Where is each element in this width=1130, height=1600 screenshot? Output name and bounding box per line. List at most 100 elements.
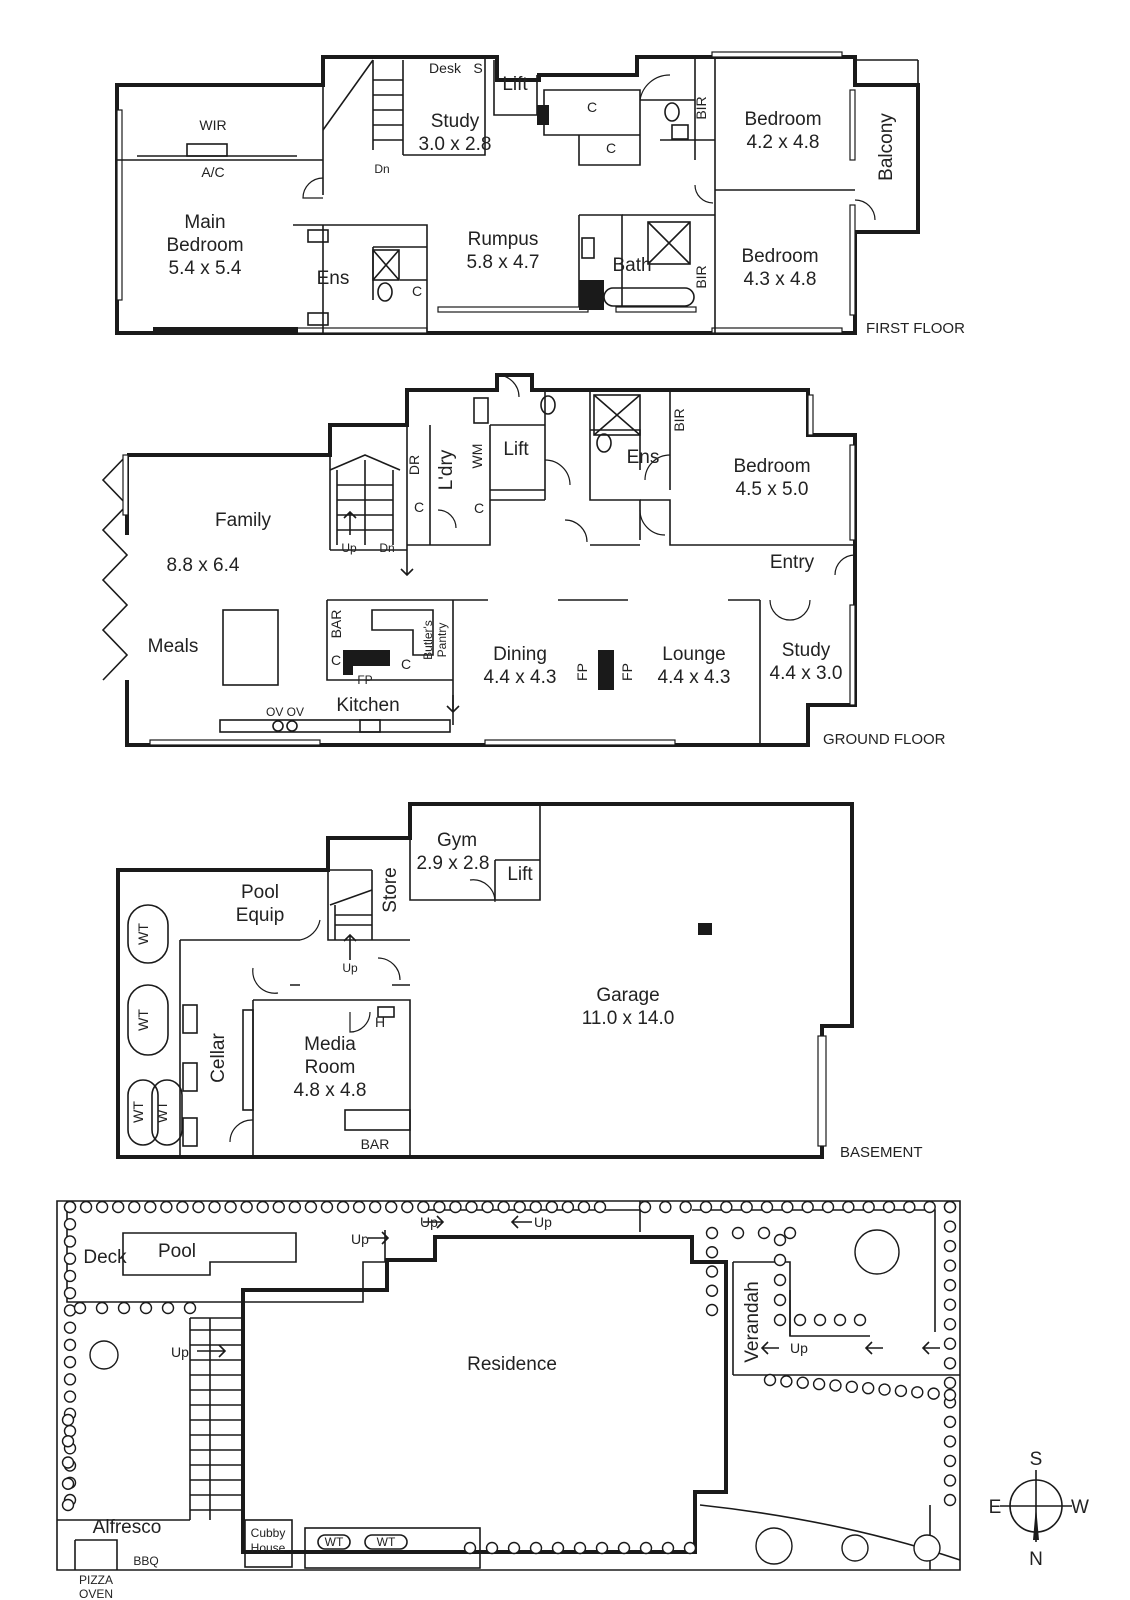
hedge-shrub-icon (943, 1474, 957, 1487)
ground-c1-label: C (414, 499, 424, 515)
hedge-shrub-icon (943, 1454, 957, 1468)
hedge-shrub-icon (63, 1235, 77, 1248)
hedge-shrub-icon (780, 1375, 793, 1388)
hedge-shrub-icon (740, 1200, 753, 1214)
hedge-shrub-icon (943, 1278, 957, 1292)
hedge-shrub-icon (465, 1200, 478, 1214)
wt-1-label: WT (135, 923, 151, 945)
hedge-shrub-icon (661, 1541, 675, 1555)
rumpus-label: Rumpus (468, 229, 539, 250)
ground-c4-label: C (401, 656, 411, 672)
ground-up-label: Up (341, 541, 357, 555)
site-up-1-label: Up (351, 1231, 369, 1247)
hedge-shrub-icon (821, 1200, 835, 1214)
hedge-shrub-icon (449, 1200, 462, 1214)
bedroom-2-dim: 4.3 x 4.8 (744, 269, 817, 290)
first-study-dim: 3.0 x 2.8 (419, 134, 492, 155)
hedge-shrub-icon (63, 1286, 77, 1300)
ground-floor: Family 8.8 x 6.4 Meals Up Dn DR C L'dry … (101, 373, 946, 748)
hedge-shrub-icon (862, 1200, 875, 1214)
hedge-shrub-icon (161, 1301, 175, 1315)
ground-c3-label: C (331, 652, 341, 668)
ground-lift-label: Lift (503, 439, 529, 460)
compass-s: S (1030, 1449, 1043, 1470)
hedge-shrub-icon (943, 1239, 957, 1253)
hedge-shrub-icon (720, 1200, 733, 1214)
hedge-shrub-icon (943, 1376, 957, 1390)
h-label: H (375, 1014, 385, 1030)
hedge-shrub-icon (683, 1541, 697, 1555)
wm-label: WM (469, 444, 485, 469)
hedge-shrub-icon (699, 1200, 713, 1214)
ground-bir-label: BIR (671, 408, 687, 431)
hedge-shrub-icon (943, 1415, 957, 1429)
hedge-shrub-icon (577, 1200, 591, 1214)
hedge-shrub-icon (352, 1200, 366, 1214)
pool-label: Pool (158, 1241, 196, 1262)
dining-dim: 4.4 x 4.3 (484, 667, 557, 688)
family-label: Family (215, 510, 271, 531)
hedge-shrub-icon (176, 1200, 189, 1214)
ov-label: OV OV (266, 705, 304, 719)
media-room-label-1: Media (304, 1034, 356, 1055)
bedroom-1-label: Bedroom (744, 109, 821, 130)
hedge-shrub-icon (61, 1477, 75, 1490)
hedge-shrub-icon (507, 1541, 521, 1555)
verandah-label: Verandah (742, 1281, 763, 1362)
first-floor-label: FIRST FLOOR (866, 320, 965, 337)
hedge-shrub-icon (679, 1200, 692, 1214)
media-room-label-2: Room (305, 1057, 356, 1078)
site-up-3-label: Up (534, 1214, 552, 1230)
desk-label: Desk (429, 60, 462, 76)
hedge-shrub-icon (61, 1498, 75, 1512)
ground-bedroom-label: Bedroom (733, 456, 810, 477)
hedge-shrub-icon (882, 1200, 896, 1214)
wir-label: WIR (199, 117, 226, 133)
bir-2-label: BIR (693, 265, 709, 288)
hedge-shrub-icon (943, 1357, 957, 1370)
hedge-shrub-icon (304, 1200, 318, 1214)
store-label: Store (380, 867, 401, 912)
site-up-2-label: Up (420, 1214, 438, 1230)
hedge-shrub-icon (561, 1200, 575, 1214)
hedge-shrub-icon (639, 1541, 653, 1555)
bath-label: Bath (612, 255, 651, 276)
hedge-shrub-icon (111, 1200, 125, 1214)
first-dn-label: Dn (374, 162, 389, 176)
main-bedroom-dim: 5.4 x 5.4 (169, 258, 242, 279)
first-study-label: Study (431, 111, 480, 132)
hedge-shrub-icon (595, 1541, 609, 1555)
ground-c2-label: C (474, 500, 484, 516)
first-ens-label: Ens (317, 268, 350, 289)
hedge-shrub-icon (551, 1541, 565, 1555)
compass: S N E W (989, 1449, 1089, 1570)
hedge-shrub-icon (801, 1200, 814, 1214)
hedge-shrub-icon (923, 1200, 936, 1214)
hedge-shrub-icon (894, 1384, 908, 1398)
ground-dn-label: Dn (379, 541, 394, 555)
hedge-shrub-icon (943, 1259, 957, 1272)
hedge-shrub-icon (927, 1387, 940, 1400)
hedge-shrub-icon (224, 1200, 237, 1214)
hedge-shrub-icon (385, 1200, 398, 1214)
hedge-shrub-icon (63, 1321, 77, 1334)
hedge-shrub-icon (240, 1200, 253, 1214)
hedge-shrub-icon (73, 1301, 87, 1315)
basement-up-label: Up (342, 961, 358, 975)
meals-label: Meals (148, 636, 199, 657)
deck-label: Deck (83, 1247, 127, 1268)
bedroom-1-dim: 4.2 x 4.8 (747, 132, 820, 153)
ac-label: A/C (201, 164, 224, 180)
basement: Gym 2.9 x 2.8 Lift Store Pool Equip Up W… (116, 802, 923, 1161)
hedge-shrub-icon (463, 1541, 477, 1555)
hedge-shrub-icon (63, 1269, 77, 1283)
hedge-shrub-icon (705, 1226, 719, 1240)
hedge-shrub-icon (117, 1301, 131, 1315)
pool-equip-label-1: Pool (241, 882, 279, 903)
lounge-dim: 4.4 x 4.3 (658, 667, 731, 688)
hedge-shrub-icon (659, 1200, 672, 1214)
hedge-shrub-icon (63, 1252, 77, 1265)
hedge-shrub-icon (705, 1246, 719, 1259)
butlers-label-2: Pantry (435, 623, 449, 658)
